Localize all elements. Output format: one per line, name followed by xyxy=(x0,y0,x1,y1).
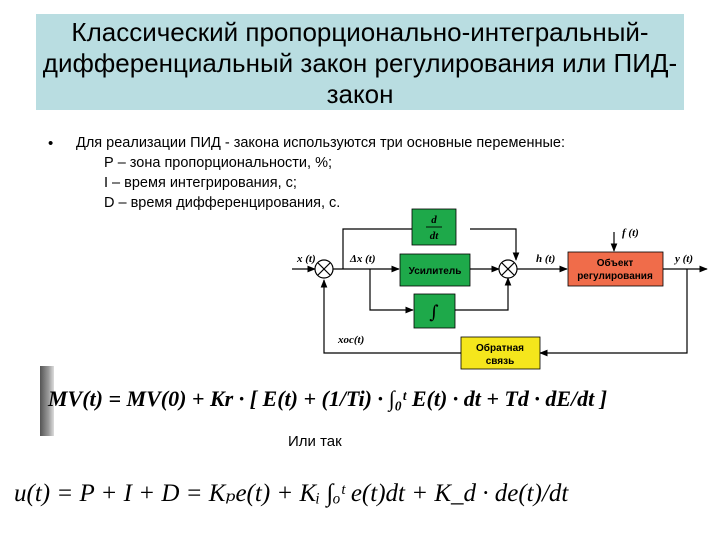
integrator-block xyxy=(413,293,456,329)
signal-disturbance-label: f (t) xyxy=(622,227,639,239)
feedback-label-line1: Обратная xyxy=(476,342,524,354)
definition-p: Р – зона пропорциональности, %; xyxy=(104,155,332,171)
derivative-block xyxy=(411,208,457,246)
signal-input-label: x (t) xyxy=(296,253,316,265)
feedback-label-line2: связь xyxy=(486,356,515,367)
signal-error-label: Δx (t) xyxy=(349,253,376,265)
signal-feedback-label: xос(t) xyxy=(337,334,364,346)
formula-mv-text: MV(t) = MV(0) + Kr · [ E(t) + (1/Ti) · ∫… xyxy=(48,386,608,411)
bullet-marker: • xyxy=(48,135,54,152)
slide-title: Классический пропорционально-интегральны… xyxy=(42,17,678,109)
feedback-block xyxy=(460,336,541,370)
intro-text: Для реализации ПИД - закона используются… xyxy=(76,135,566,151)
signal-output-label: y (t) xyxy=(673,253,693,265)
integral-symbol: ∫ xyxy=(429,302,439,323)
or-separator: Или так xyxy=(288,433,342,450)
line-to-feedback xyxy=(539,269,688,357)
title-band xyxy=(36,14,684,110)
scan-artifact xyxy=(40,366,54,436)
amplifier-label: Усилитель xyxy=(409,266,462,277)
definition-i: I – время интегрирования, с; xyxy=(104,175,297,191)
amplifier-block xyxy=(399,253,471,287)
line-to-integrator xyxy=(369,269,414,314)
formula-mv: MV(t) = MV(0) + Kr · [ E(t) + (1/Ti) · ∫… xyxy=(48,368,607,440)
formula-u: u(t) = P + I + D = Kₚe(t) + Kᵢ ∫ₒᵗ e(t)d… xyxy=(14,458,568,530)
line-derivative-out xyxy=(470,228,520,261)
line-integrator-out xyxy=(455,277,512,311)
signal-control-label: h (t) xyxy=(536,253,555,265)
summing-junction-output xyxy=(498,259,518,279)
derivative-numerator: d xyxy=(431,214,437,226)
definition-d: D – время дифференцирования, с. xyxy=(104,195,341,211)
object-label-line2: регулирования xyxy=(577,271,653,282)
object-label-line1: Объект xyxy=(597,257,634,269)
control-object-block xyxy=(567,251,664,287)
line-feedback-out xyxy=(320,279,461,354)
derivative-denominator: dt xyxy=(430,230,440,242)
summing-junction-input xyxy=(314,259,334,279)
formula-u-text: u(t) = P + I + D = Kₚe(t) + Kᵢ ∫ₒᵗ e(t)d… xyxy=(14,480,569,507)
